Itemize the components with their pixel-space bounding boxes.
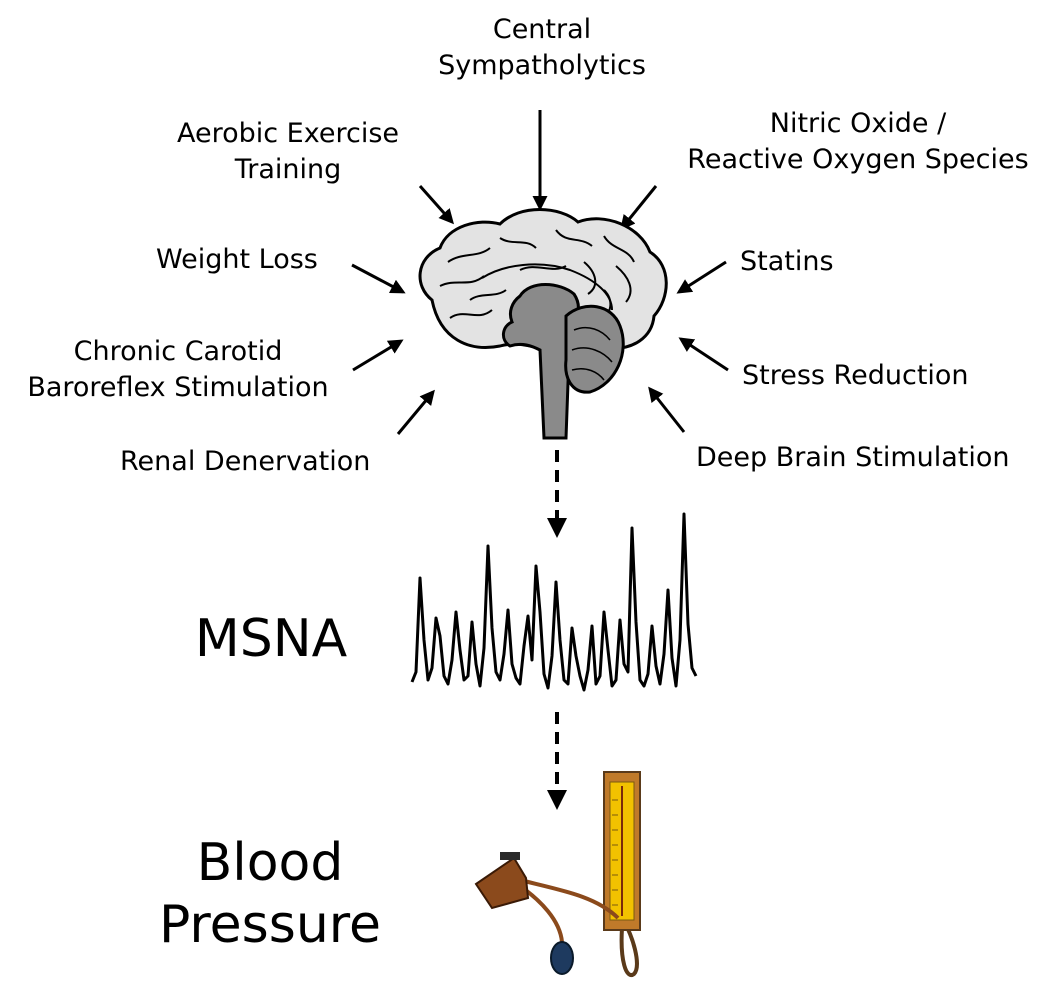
label-line: Deep Brain Stimulation — [696, 442, 1010, 473]
label-statins: Statins — [740, 244, 834, 280]
label-line: Baroreflex Stimulation — [27, 372, 329, 403]
cuff-hose — [519, 878, 620, 920]
label-line: Renal Denervation — [120, 446, 371, 477]
label-line: Stress Reduction — [742, 360, 969, 391]
arrow-nitric-oxide — [620, 185, 658, 231]
label-stress-reduction: Stress Reduction — [742, 358, 969, 394]
sphygmomanometer-icon — [474, 771, 641, 978]
label-weight-loss: Weight Loss — [156, 242, 318, 278]
label-line: Chronic Carotid — [73, 336, 283, 367]
label-line: Central — [492, 14, 592, 45]
label-line: Statins — [740, 246, 834, 277]
label-blood-pressure: Blood Pressure — [150, 832, 390, 956]
arrow-renal-denervation — [396, 389, 435, 435]
label-nitric-oxide: Nitric Oxide / Reactive Oxygen Species — [672, 106, 1044, 178]
label-line: Weight Loss — [156, 244, 318, 275]
label-central-sympatholytics: Central Sympatholytics — [432, 12, 652, 84]
label-aerobic-exercise: Aerobic Exercise Training — [160, 116, 416, 188]
brainstem — [502, 283, 580, 440]
intervention-arrows — [351, 110, 729, 435]
label-line: Training — [234, 154, 342, 185]
label-line: Nitric Oxide / — [769, 108, 947, 139]
label-chronic-carotid: Chronic Carotid Baroreflex Stimulation — [6, 334, 350, 406]
blood-pressure-cuff — [474, 856, 530, 910]
label-deep-brain: Deep Brain Stimulation — [696, 440, 1010, 476]
arrow-stress-reduction — [678, 337, 729, 372]
label-line: Reactive Oxygen Species — [687, 144, 1029, 175]
manometer-tube-hose — [619, 920, 639, 978]
label-renal-denervation: Renal Denervation — [120, 444, 370, 480]
arrow-deep-brain — [648, 386, 686, 433]
arrow-chronic-carotid — [352, 339, 404, 372]
arrow-statins — [676, 260, 727, 294]
label-line: Aerobic Exercise — [176, 118, 400, 149]
inflation-bulb — [550, 941, 574, 975]
label-line: Sympatholytics — [438, 50, 646, 81]
brain-icon — [418, 208, 668, 440]
label-line: Blood — [196, 833, 344, 893]
arrow-aerobic-exercise — [418, 185, 454, 225]
label-msna: MSNA — [166, 608, 376, 670]
msna-waveform-icon — [410, 512, 698, 692]
arrow-weight-loss — [351, 263, 406, 294]
label-line: MSNA — [194, 609, 348, 669]
label-line: Pressure — [158, 895, 382, 955]
